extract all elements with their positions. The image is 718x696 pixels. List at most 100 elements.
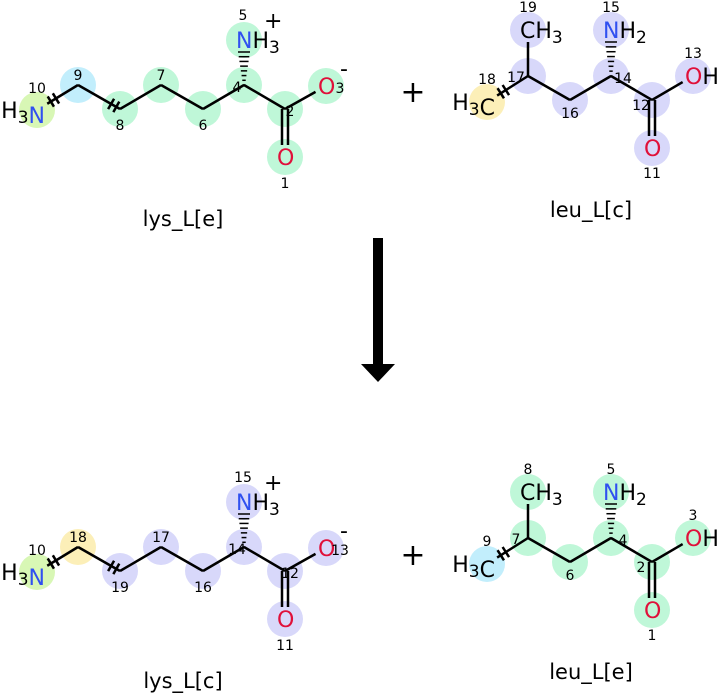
atom-number: 8 [524, 462, 533, 478]
atom-highlight [675, 520, 711, 556]
single-bond [527, 536, 571, 564]
atom-highlight [675, 58, 711, 94]
atom-number: 19 [519, 0, 537, 16]
atom-number: 18 [69, 530, 87, 546]
hashed-wedge-bond [238, 51, 250, 86]
atom-number: 2 [637, 560, 646, 576]
broken-bond-mark [51, 554, 61, 567]
atom-label: NH2 [603, 19, 647, 48]
atom-highlight [19, 92, 55, 128]
single-bond [569, 74, 612, 102]
broken-bond-mark [501, 546, 511, 558]
atom-number: 9 [74, 68, 83, 84]
atom-label: CH3 [520, 19, 563, 48]
molecule-name: lys_L[c] [143, 669, 222, 694]
atom-number: 17 [152, 530, 170, 546]
hashed-wedge-bond [238, 513, 250, 548]
atom-highlight [19, 554, 55, 590]
single-bond [160, 545, 204, 573]
atom-number: 18 [478, 72, 496, 88]
hashed-wedge-bond [605, 41, 617, 77]
molecule-name: lys_L[e] [143, 207, 224, 232]
atom-number: 5 [607, 462, 616, 478]
atom-number: 13 [684, 46, 702, 62]
single-bond [77, 545, 121, 573]
atom-label: H3N [1, 99, 45, 129]
atom-number: 19 [111, 580, 129, 596]
atom-number: 12 [632, 98, 650, 114]
single-bond [651, 80, 684, 102]
single-bond [202, 83, 245, 111]
charge-sign: + [264, 9, 282, 34]
atom-label: O [644, 599, 661, 624]
atom-label: NH3 [236, 29, 280, 58]
atom-number: 15 [602, 0, 620, 16]
hashed-wedge-bond [605, 503, 617, 539]
atom-number: 4 [233, 80, 242, 96]
atom-label: OH [685, 65, 718, 90]
atom-number: 7 [157, 68, 166, 84]
single-bond [119, 545, 162, 573]
broken-bond-mark [496, 549, 506, 562]
atom-number: 12 [281, 566, 299, 582]
single-bond [243, 83, 286, 111]
atom-number: 16 [561, 106, 579, 122]
broken-bond-mark [112, 563, 121, 575]
atom-number: 6 [199, 118, 208, 134]
broken-bond-mark [501, 84, 511, 96]
atom-label: H3C [452, 91, 495, 121]
atom-number: 9 [483, 534, 492, 550]
single-bond [610, 536, 653, 564]
plus-sign-products: + [400, 538, 425, 573]
atom-number: 14 [614, 71, 632, 87]
atom-label: NH2 [603, 481, 647, 510]
charge-sign: + [264, 471, 282, 496]
broken-bond-mark [51, 92, 61, 105]
atom-highlight [510, 12, 546, 48]
atom-number: 15 [234, 470, 252, 486]
atom-highlight [469, 546, 505, 582]
atom-label: CH3 [520, 481, 563, 510]
charge-sign: - [340, 57, 348, 82]
single-bond [46, 83, 79, 105]
atom-number: 14 [228, 542, 246, 558]
atom-number: 6 [566, 568, 575, 584]
atom-number: 10 [28, 81, 46, 97]
single-bond [496, 74, 529, 97]
charge-sign: - [340, 519, 348, 544]
single-bond [569, 536, 612, 564]
atom-label: O [318, 75, 335, 100]
atom-number: 3 [336, 81, 345, 97]
atom-label: O [277, 146, 294, 171]
atom-label: OH [685, 527, 718, 552]
broken-bond-mark [112, 101, 121, 113]
atom-number: 3 [689, 508, 698, 524]
single-bond [202, 545, 245, 573]
atom-number: 4 [619, 533, 628, 549]
single-bond [284, 90, 317, 111]
molecule-name: leu_L[e] [549, 660, 633, 685]
single-bond [496, 536, 529, 559]
atom-highlight [593, 474, 629, 510]
atom-number: 7 [512, 532, 521, 548]
single-bond [284, 552, 317, 573]
atom-label: H3C [452, 553, 495, 583]
broken-bond-mark [46, 557, 56, 570]
atom-highlight [308, 68, 344, 104]
single-bond [527, 74, 571, 102]
atom-number: 11 [643, 166, 661, 182]
single-bond [243, 545, 286, 573]
atom-label: NH3 [236, 491, 280, 520]
atom-number: 17 [507, 70, 525, 86]
atom-label: O [644, 137, 661, 162]
atom-label: O [318, 537, 335, 562]
atom-highlight [634, 130, 670, 166]
reaction-arrow [361, 238, 395, 382]
atom-highlight [510, 474, 546, 510]
atom-highlight [308, 530, 344, 566]
broken-bond-mark [107, 98, 116, 110]
plus-sign-reactants: + [400, 75, 425, 110]
